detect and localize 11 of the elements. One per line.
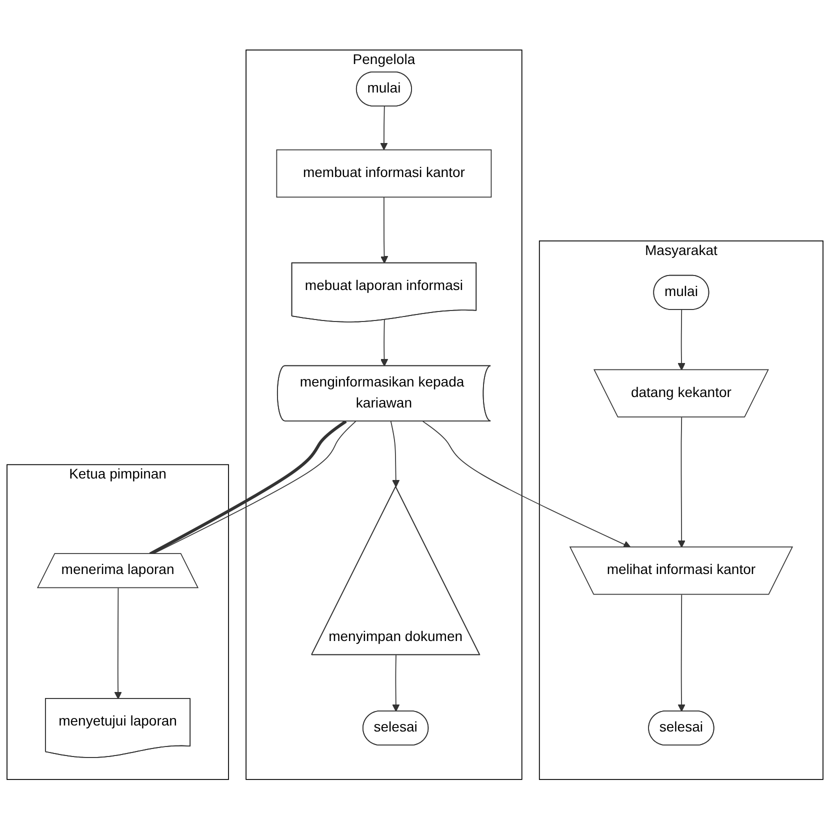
arrow [380,196,388,264]
arrow [380,320,388,367]
arrow [390,421,400,488]
arrow [392,654,400,712]
arrow [678,594,686,712]
node-box: membuat informasi kantor [276,150,492,198]
arrow [678,417,686,548]
arrow [678,310,686,371]
arrow [380,106,388,150]
arrow [422,421,632,548]
arrow [114,588,122,700]
